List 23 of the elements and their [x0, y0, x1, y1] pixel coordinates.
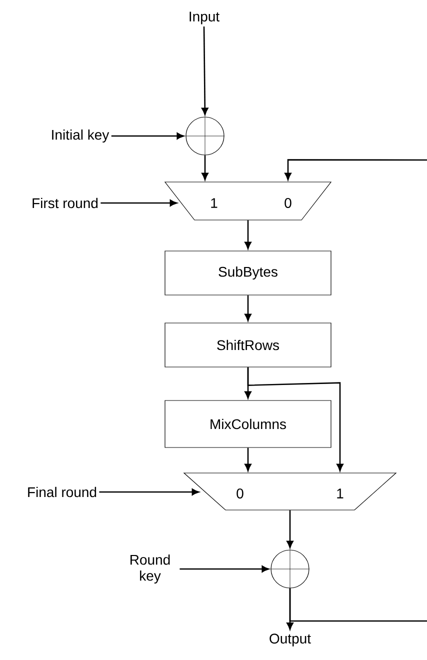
arrow — [247, 367, 344, 472]
arrow — [244, 295, 252, 322]
arrow — [180, 566, 270, 572]
process-box: MixColumns — [164, 400, 332, 448]
xor-symbol — [270, 550, 310, 588]
label-text: Final round — [28, 486, 96, 498]
xor-symbol — [186, 116, 224, 156]
arrow — [286, 510, 294, 548]
arrow — [202, 26, 208, 116]
arrow — [202, 155, 208, 180]
arrow — [99, 488, 200, 496]
arrow — [100, 200, 178, 206]
label-text: First round — [32, 198, 98, 208]
arrow — [244, 220, 252, 250]
arrow — [111, 132, 184, 140]
process-box: ShiftRows — [164, 322, 332, 368]
arrow — [284, 159, 427, 180]
label-text: Round key — [130, 554, 170, 584]
label-text: Output — [270, 634, 311, 646]
label-text: Input — [190, 12, 220, 24]
process-box: SubBytes — [164, 250, 332, 296]
arrow — [244, 448, 252, 472]
label-text: Initial key — [52, 129, 110, 143]
